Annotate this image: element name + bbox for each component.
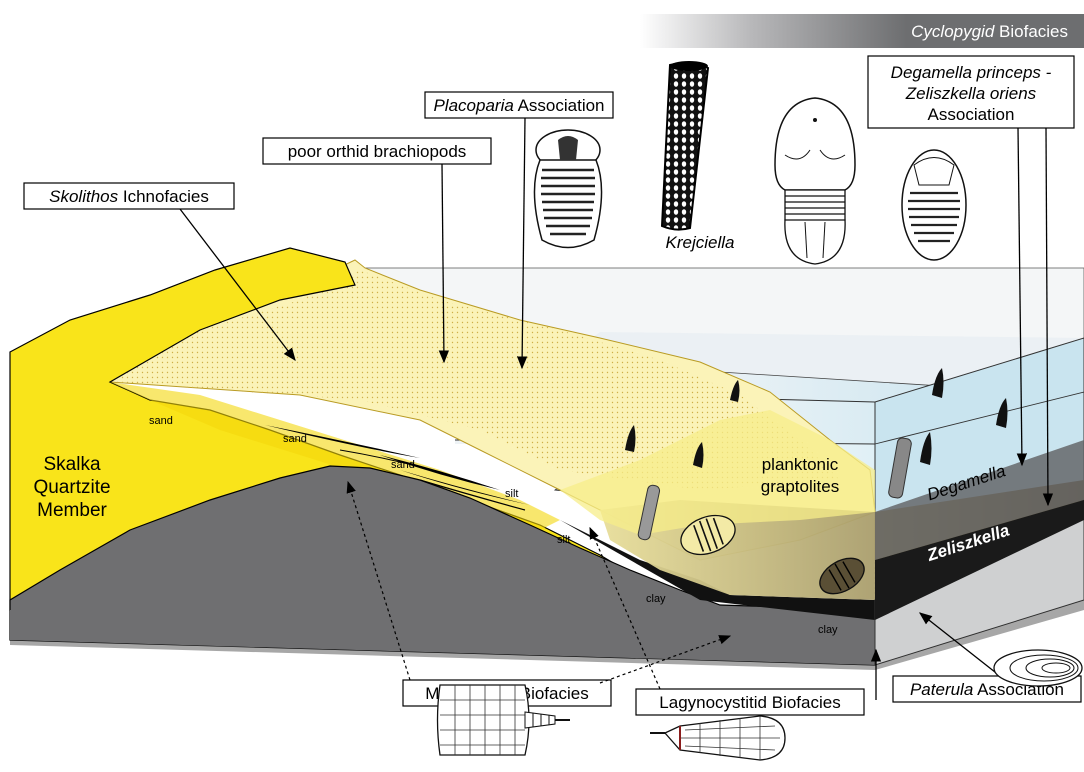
sediment-sand-2: sand: [283, 433, 307, 445]
sediment-clay-1: clay: [646, 593, 666, 605]
skolithos-rest: Ichnofacies: [118, 187, 209, 206]
orthid-label: poor orthid brachiopods: [288, 142, 467, 161]
trilobite-icon: [534, 130, 601, 248]
cyclopygid-banner: Cyclopygid Biofacies: [640, 14, 1084, 48]
banner-italic: Cyclopygid: [911, 22, 995, 41]
trilobite-icon: [775, 98, 855, 264]
trilobite-icon: [902, 150, 966, 260]
skalka-line1: Skalka: [43, 454, 100, 475]
sediment-clay-2: clay: [818, 624, 838, 636]
paterula-italic: Paterula: [910, 680, 973, 699]
skalka-line3: Member: [37, 500, 107, 521]
lagynocystitid-box: Lagynocystitid Biofacies: [636, 689, 864, 715]
sponge-icon: [662, 61, 708, 230]
banner-rest: Biofacies: [994, 22, 1068, 41]
svg-text:Skolithos Ichnofacies: Skolithos Ichnofacies: [49, 187, 209, 206]
sediment-sand-1: sand: [149, 415, 173, 427]
orthid-box: poor orthid brachiopods: [263, 138, 491, 164]
placoparia-rest: Association: [514, 96, 605, 115]
planktonic-line2: graptolites: [761, 477, 839, 496]
degamella-line2: Zeliszkella oriens: [905, 84, 1037, 103]
cystoid-icon: [650, 716, 785, 760]
degamella-line1: Degamella princeps -: [891, 63, 1052, 82]
svg-text:Cyclopygid Biofacies: Cyclopygid Biofacies: [911, 22, 1068, 41]
planktonic-line1: planktonic: [762, 455, 839, 474]
svg-text:Placoparia Association: Placoparia Association: [433, 96, 604, 115]
sediment-silt-2: silt: [557, 534, 570, 546]
placoparia-italic: Placoparia: [433, 96, 513, 115]
krejciella-label: Krejciella: [666, 233, 735, 252]
lagynocystitid-label: Lagynocystitid Biofacies: [659, 693, 840, 712]
skolithos-box: Skolithos Ichnofacies: [24, 183, 234, 209]
skalka-line2: Quartzite: [33, 477, 110, 498]
degamella-association-box: Degamella princeps - Zeliszkella oriens …: [868, 56, 1074, 128]
placoparia-association-box: Placoparia Association: [425, 92, 613, 118]
sediment-sand-3: sand: [391, 459, 415, 471]
skolithos-italic: Skolithos: [49, 187, 118, 206]
sediment-silt-1: silt: [505, 488, 518, 500]
degamella-line3: Association: [928, 105, 1015, 124]
brachiopod-icon: [994, 650, 1082, 686]
